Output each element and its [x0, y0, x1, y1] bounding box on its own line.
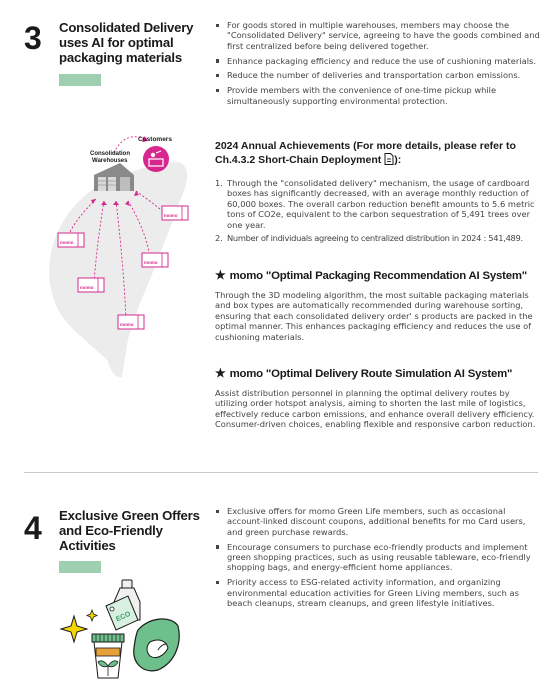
document-link-icon[interactable] — [384, 153, 394, 165]
star-icon: ★ — [215, 268, 226, 282]
achievements-heading: 2024 Annual Achievements (For more detai… — [215, 140, 516, 166]
section-accent-bar — [59, 561, 101, 573]
box-label: momo — [120, 322, 134, 327]
route-system-text: Assist distribution personnel in plannin… — [215, 388, 536, 430]
customer-icon — [143, 146, 169, 172]
warehouse-label: Warehouses — [92, 158, 128, 164]
green-offers-illustration: ECO — [59, 579, 180, 679]
box-label: momo — [80, 285, 94, 290]
route-system-title: ★momo "Optimal Delivery Route Simulation… — [215, 366, 513, 380]
list-item: 1.Through the "consolidated delivery" me… — [215, 178, 535, 230]
eco-bottle-icon: ECO — [105, 579, 141, 631]
box-label: momo — [164, 213, 178, 218]
list-item: Priority access to ESG-related activity … — [215, 577, 541, 608]
star-icon: ★ — [215, 366, 226, 380]
box-edges — [77, 206, 183, 329]
momo-boxes — [57, 205, 189, 330]
list-item: Enhance packaging efficiency and reduce … — [215, 56, 541, 66]
section-title: Consolidated Delivery uses AI for optima… — [59, 20, 194, 65]
leaf-icon — [133, 618, 180, 672]
list-item: For goods stored in multiple warehouses,… — [215, 20, 541, 51]
list-item: Exclusive offers for momo Green Life mem… — [215, 506, 541, 537]
customers-label: Customers — [138, 136, 172, 143]
consolidated-delivery-illustration: momo momo momo momo momo Customers Conso… — [49, 136, 189, 378]
box-label: momo — [60, 240, 74, 245]
achievements-list: 1.Through the "consolidated delivery" me… — [215, 178, 541, 246]
arrow-heads — [91, 136, 148, 206]
chapter-reference-link[interactable]: Ch.4.3.2 Short-Chain Deployment — [215, 154, 382, 166]
list-item: Provide members with the convenience of … — [215, 85, 541, 106]
list-item: 2.Number of individuals agreeing to cent… — [215, 233, 523, 244]
plant-cup-icon — [91, 633, 125, 679]
box-label: momo — [144, 260, 158, 265]
warehouse-icon — [94, 163, 134, 191]
list-item: Reduce the number of deliveries and tran… — [215, 70, 541, 80]
taiwan-map — [49, 161, 188, 378]
section-divider — [24, 472, 538, 473]
section-number: 4 — [24, 510, 42, 546]
section4-bullets: Exclusive offers for momo Green Life mem… — [215, 506, 541, 613]
section-title: Exclusive Green Offers and Eco-Friendly … — [59, 508, 200, 553]
packaging-system-title: ★momo "Optimal Packaging Recommendation … — [215, 268, 527, 282]
section3-bullets: For goods stored in multiple warehouses,… — [215, 20, 541, 110]
packaging-system-text: Through the 3D modeling algorithm, the m… — [215, 290, 533, 342]
list-item: Encourage consumers to purchase eco-frie… — [215, 542, 541, 573]
section-number: 3 — [24, 20, 42, 56]
warehouse-label: Consolidation — [90, 151, 130, 157]
section-accent-bar — [59, 74, 101, 86]
sparkle-icon — [59, 608, 99, 644]
